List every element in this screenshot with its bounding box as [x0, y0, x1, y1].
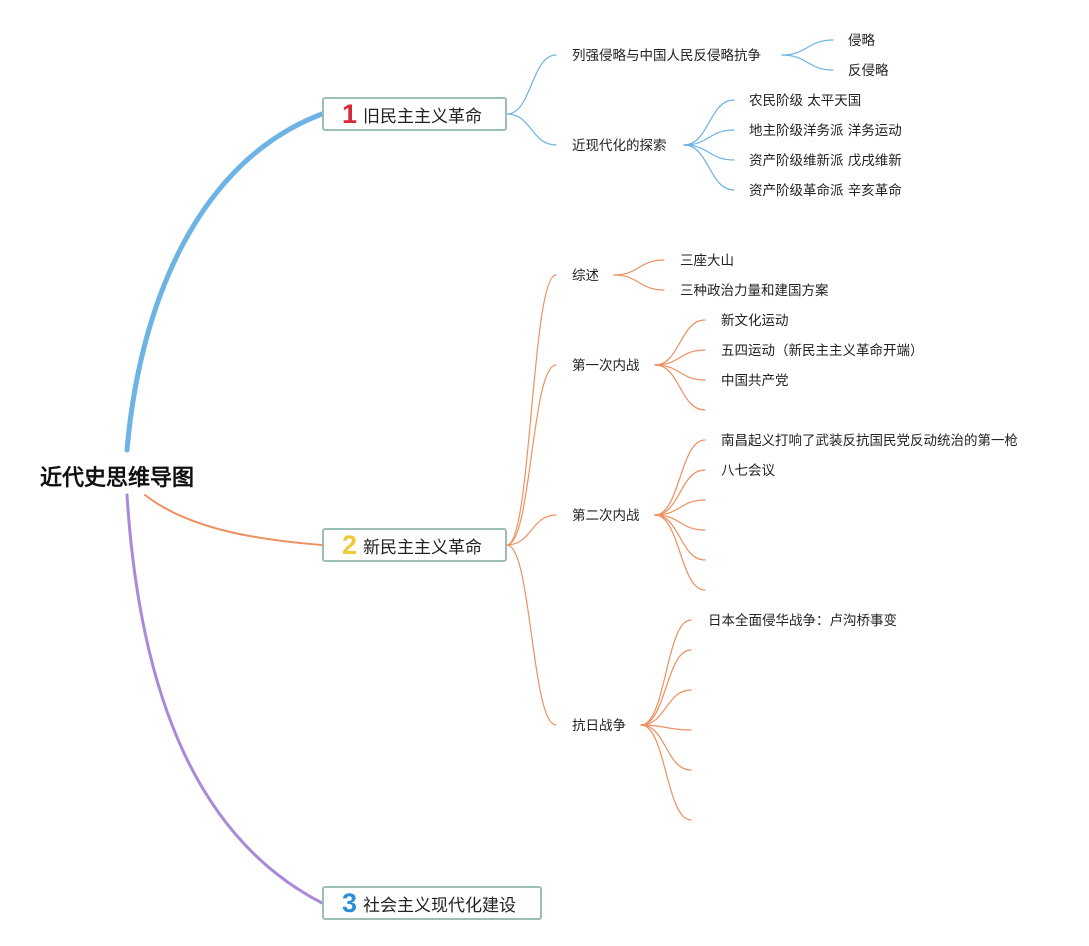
topic-2-3-1[interactable]: 南昌起义打响了武装反抗国民党反动统治的第一枪 — [721, 433, 1018, 449]
connector-line — [683, 99, 735, 146]
connector-line — [654, 364, 706, 411]
connector-line — [654, 514, 706, 591]
number-1-icon: 1 — [342, 98, 358, 129]
connector-line — [654, 364, 706, 381]
topic-2-3[interactable]: 第二次内战 — [572, 508, 640, 524]
connector-line — [654, 319, 706, 366]
topic-2-4[interactable]: 抗日战争 — [572, 718, 626, 734]
connector-line — [640, 689, 692, 726]
topic-2-1-1[interactable]: 三座大山 — [680, 253, 734, 269]
topic-2-2-1[interactable]: 新文化运动 — [721, 313, 789, 329]
connector-line — [640, 724, 692, 771]
topic-2-1-2[interactable]: 三种政治力量和建国方案 — [680, 283, 829, 299]
connector-line — [506, 514, 557, 546]
connector-line — [506, 113, 557, 146]
connector-line — [506, 274, 557, 546]
root-to-branch-3-line — [125, 493, 324, 905]
branch-3-label: 社会主义现代化建设 — [363, 895, 517, 916]
topic-2-1[interactable]: 综述 — [572, 268, 599, 284]
connector-line — [506, 54, 557, 115]
connector-line — [613, 274, 665, 291]
topic-2-2[interactable]: 第一次内战 — [572, 358, 640, 374]
topic-1-2-4[interactable]: 资产阶级革命派 辛亥革命 — [749, 183, 902, 199]
branch-3-topic[interactable]: 3 社会主义现代化建设 — [322, 886, 542, 920]
connector-line — [640, 724, 692, 821]
connector-line — [781, 39, 834, 56]
topic-2-3-2[interactable]: 八七会议 — [721, 463, 775, 479]
topic-2-4-1[interactable]: 日本全面侵华战争：卢沟桥事变 — [708, 613, 897, 629]
connector-line — [781, 54, 834, 71]
connector-line — [654, 499, 706, 516]
connector-line — [613, 259, 665, 276]
root-to-branch-2-line — [144, 494, 323, 546]
connector-line — [640, 649, 692, 726]
branch-1-label: 旧民主主义革命 — [363, 106, 483, 127]
topic-1-2[interactable]: 近现代化的探索 — [572, 138, 667, 154]
topic-1-2-3[interactable]: 资产阶级维新派 戊戌维新 — [749, 153, 902, 169]
topic-1-1-1[interactable]: 侵略 — [848, 33, 875, 49]
connector-line — [506, 544, 557, 726]
topic-1-2-2[interactable]: 地主阶级洋务派 洋务运动 — [749, 123, 902, 139]
connector-line — [654, 439, 706, 516]
branch-2-label: 新民主主义革命 — [363, 537, 483, 558]
topic-2-2-2[interactable]: 五四运动（新民主主义革命开端） — [721, 343, 924, 359]
connector-line — [683, 129, 735, 146]
topic-1-1[interactable]: 列强侵略与中国人民反侵略抗争 — [572, 48, 761, 64]
connector-line — [640, 724, 692, 731]
connector-line — [683, 144, 735, 161]
root-topic[interactable]: 近代史思维导图 — [40, 466, 195, 491]
connector-line — [506, 364, 557, 546]
number-3-icon: 3 — [342, 887, 358, 918]
connector-line — [654, 514, 706, 561]
branch-2-topic[interactable]: 2 新民主主义革命 — [322, 528, 507, 562]
connector-line — [640, 619, 692, 726]
branch-1-topic[interactable]: 1 旧民主主义革命 — [322, 97, 507, 131]
topic-1-2-1[interactable]: 农民阶级 太平天国 — [749, 93, 862, 109]
topic-1-1-2[interactable]: 反侵略 — [848, 63, 889, 79]
connector-line — [654, 349, 706, 366]
number-2-icon: 2 — [342, 529, 358, 560]
topic-2-2-3[interactable]: 中国共产党 — [721, 373, 789, 389]
connector-line — [654, 514, 706, 531]
connector-line — [654, 469, 706, 516]
root-to-branch-1-line — [124, 111, 325, 453]
connector-line — [683, 144, 735, 191]
